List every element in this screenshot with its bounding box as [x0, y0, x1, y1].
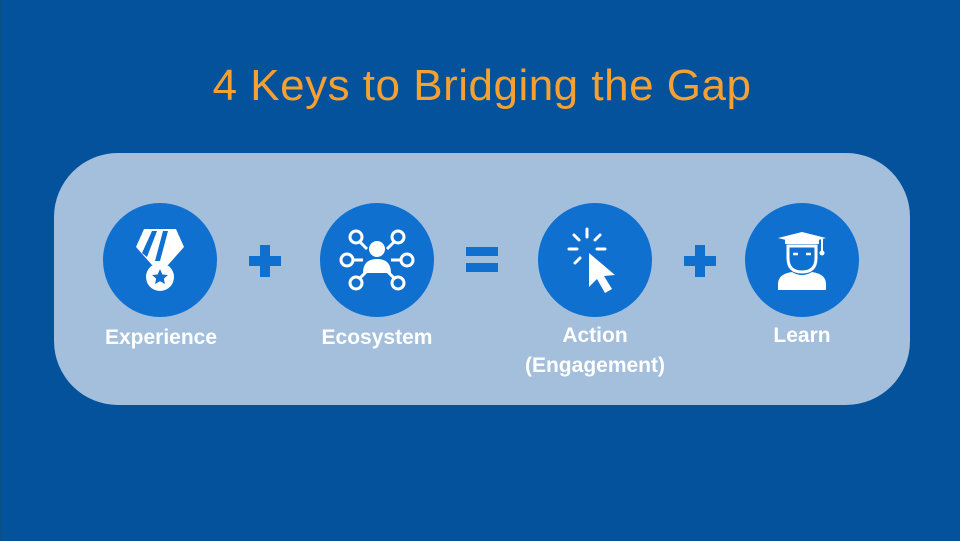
action-icon-circle [538, 203, 652, 317]
cursor-click-icon [567, 227, 615, 293]
learn-label: Learn [773, 324, 831, 347]
equals-icon [466, 247, 498, 272]
engagement-sublabel: (Engagement) [524, 354, 665, 377]
network-people-icon [339, 229, 415, 291]
ecosystem-label: Ecosystem [321, 326, 433, 349]
experience-label: Experience [104, 326, 218, 349]
graduate-icon [778, 232, 826, 290]
plus-operator-2 [682, 243, 718, 284]
plus-icon [684, 245, 716, 277]
experience-icon-circle [103, 203, 217, 317]
slide-title: 4 Keys to Bridging the Gap [212, 61, 752, 110]
action-label: Action [562, 324, 628, 347]
learn-icon-circle [745, 203, 859, 317]
plus-icon [249, 245, 281, 277]
medal-icon [136, 229, 184, 291]
plus-operator-1 [247, 243, 283, 284]
equals-operator [464, 245, 500, 280]
ecosystem-icon-circle [320, 203, 434, 317]
